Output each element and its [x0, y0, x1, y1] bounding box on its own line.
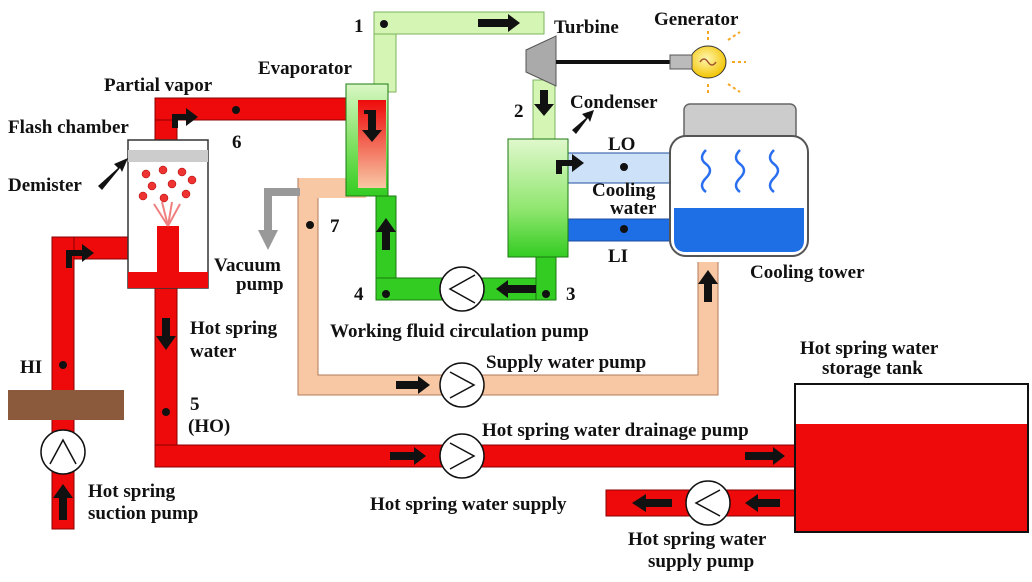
condenser	[507, 138, 569, 258]
generator-bulb	[669, 28, 746, 96]
label-generator: Generator	[654, 9, 739, 30]
ground	[8, 390, 124, 420]
labels: Generator Turbine Evaporator Partial vap…	[8, 9, 939, 572]
label-supply-pump-2: supply pump	[648, 551, 754, 572]
label-hi: HI	[20, 357, 42, 378]
label-vacuum-pump-1: Vacuum	[214, 255, 281, 276]
label-cooling-water-1: Cooling	[592, 180, 656, 201]
label-turbine: Turbine	[554, 17, 619, 38]
label-point-2: 2	[514, 101, 524, 122]
label-partial-vapor: Partial vapor	[104, 75, 213, 96]
label-flash-chamber: Flash chamber	[8, 117, 129, 138]
supply-water-pump	[439, 362, 485, 408]
cooling-tower	[669, 103, 809, 257]
label-vacuum-pump-2: pump	[236, 274, 284, 295]
label-storage-tank-2: storage tank	[822, 358, 923, 379]
label-point-3: 3	[566, 284, 576, 305]
cooling-steam	[700, 149, 780, 193]
label-demister: Demister	[8, 175, 82, 196]
label-cooling-water-2: water	[610, 198, 657, 219]
label-hot-spring-water-1: Hot spring	[190, 318, 278, 339]
vacuum-pipe	[258, 188, 300, 250]
storage-tank	[794, 383, 1029, 533]
label-suction-pump-1: Hot spring	[88, 481, 176, 502]
working-fluid-pump	[439, 266, 485, 312]
flash-spray	[153, 201, 181, 227]
evaporator	[345, 83, 389, 197]
label-point-7: 7	[330, 216, 340, 237]
label-suction-pump-2: suction pump	[88, 503, 198, 524]
label-cooling-tower: Cooling tower	[750, 262, 865, 283]
drainage-pump	[439, 433, 485, 479]
label-hot-spring-water-2: water	[190, 341, 237, 362]
label-point-1: 1	[354, 16, 364, 37]
label-li: LI	[608, 246, 628, 267]
supply-pump	[685, 480, 731, 526]
turbine	[525, 35, 670, 87]
label-drainage-pump: Hot spring water drainage pump	[482, 420, 749, 441]
flash-droplets	[138, 165, 197, 203]
working-fluid-vapor-pipe	[373, 11, 556, 141]
flash-chamber	[127, 139, 209, 289]
label-point-6: 6	[232, 132, 242, 153]
pumps	[40, 266, 731, 526]
label-evaporator: Evaporator	[258, 58, 353, 79]
label-supply-water-pump: Supply water pump	[486, 352, 646, 373]
label-supply-pump-1: Hot spring water	[628, 529, 767, 550]
label-working-fluid-pump: Working fluid circulation pump	[330, 321, 589, 342]
flow-arrows	[53, 14, 785, 520]
label-lo: LO	[608, 134, 635, 155]
state-points	[59, 20, 628, 416]
label-hot-spring-supply: Hot spring water supply	[370, 494, 567, 515]
label-condenser: Condenser	[570, 92, 658, 113]
label-point-5: 5	[190, 394, 200, 415]
label-storage-tank-1: Hot spring water	[800, 338, 939, 359]
supply-water-pipe	[298, 178, 718, 395]
label-ho: (HO)	[188, 416, 230, 437]
suction-pump	[40, 429, 86, 475]
light-rays	[707, 28, 746, 96]
supply-water-pipe-outline	[297, 178, 719, 396]
demister-mesh	[128, 150, 208, 162]
label-point-4: 4	[354, 284, 364, 305]
